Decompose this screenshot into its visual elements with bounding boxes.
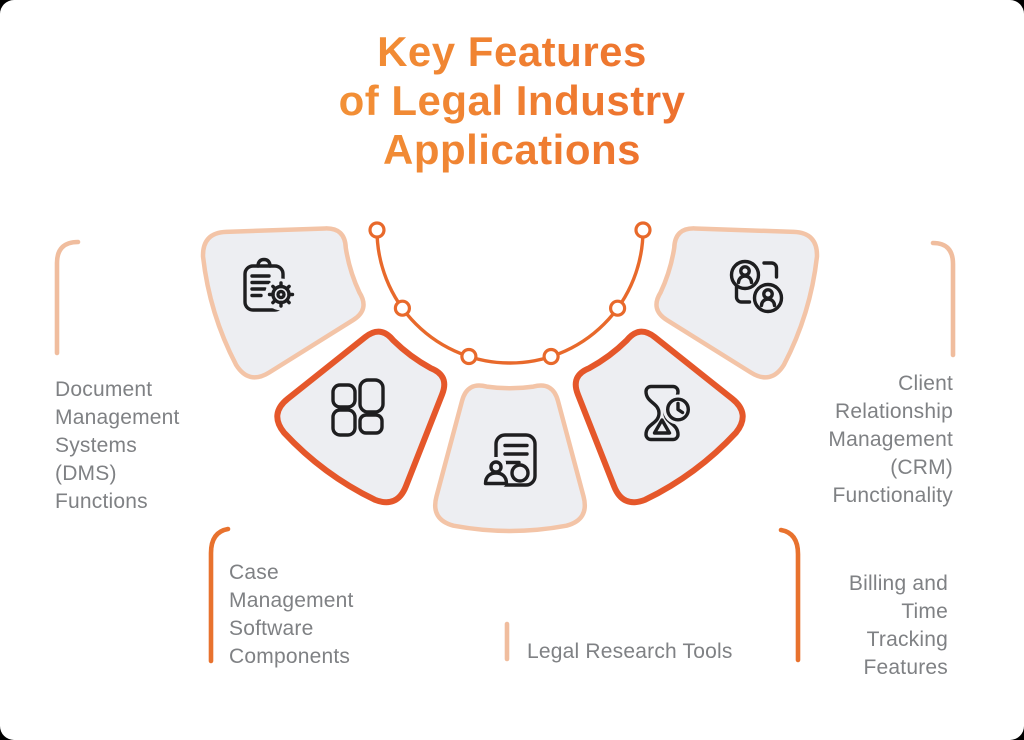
arc-dot [608,299,627,317]
billing-connector-line [778,527,801,663]
arc-dot [542,347,560,366]
dms-bracket-line [54,239,81,356]
label-research: Legal Research Tools [527,640,733,663]
label-billing: Billing and Time Tracking Features [848,572,948,679]
connector-lines [54,239,956,664]
timeline-arc [368,221,652,366]
arc-line [375,229,645,365]
page-title: Key Features of Legal Industry Applicati… [0,27,1024,174]
crm-bracket-line [930,240,956,358]
arc-dot [393,299,411,317]
person-document-icon [480,433,537,488]
segment-research-shape [435,385,585,530]
label-dms: Document Management Systems (DMS) Functi… [55,378,180,513]
people-network-icon [729,259,784,314]
label-crm: Client Relationship Management (CRM) Fun… [828,372,953,507]
hourglass-clock-icon [644,384,693,442]
clipboard-gear-icon [243,257,297,312]
arc-dot [368,221,386,239]
arc-dot [460,347,478,366]
label-case: Case Management Software Components [229,561,354,668]
case-connector-line [208,526,231,664]
arc-dot [634,221,652,239]
grid-components-icon [331,378,385,437]
